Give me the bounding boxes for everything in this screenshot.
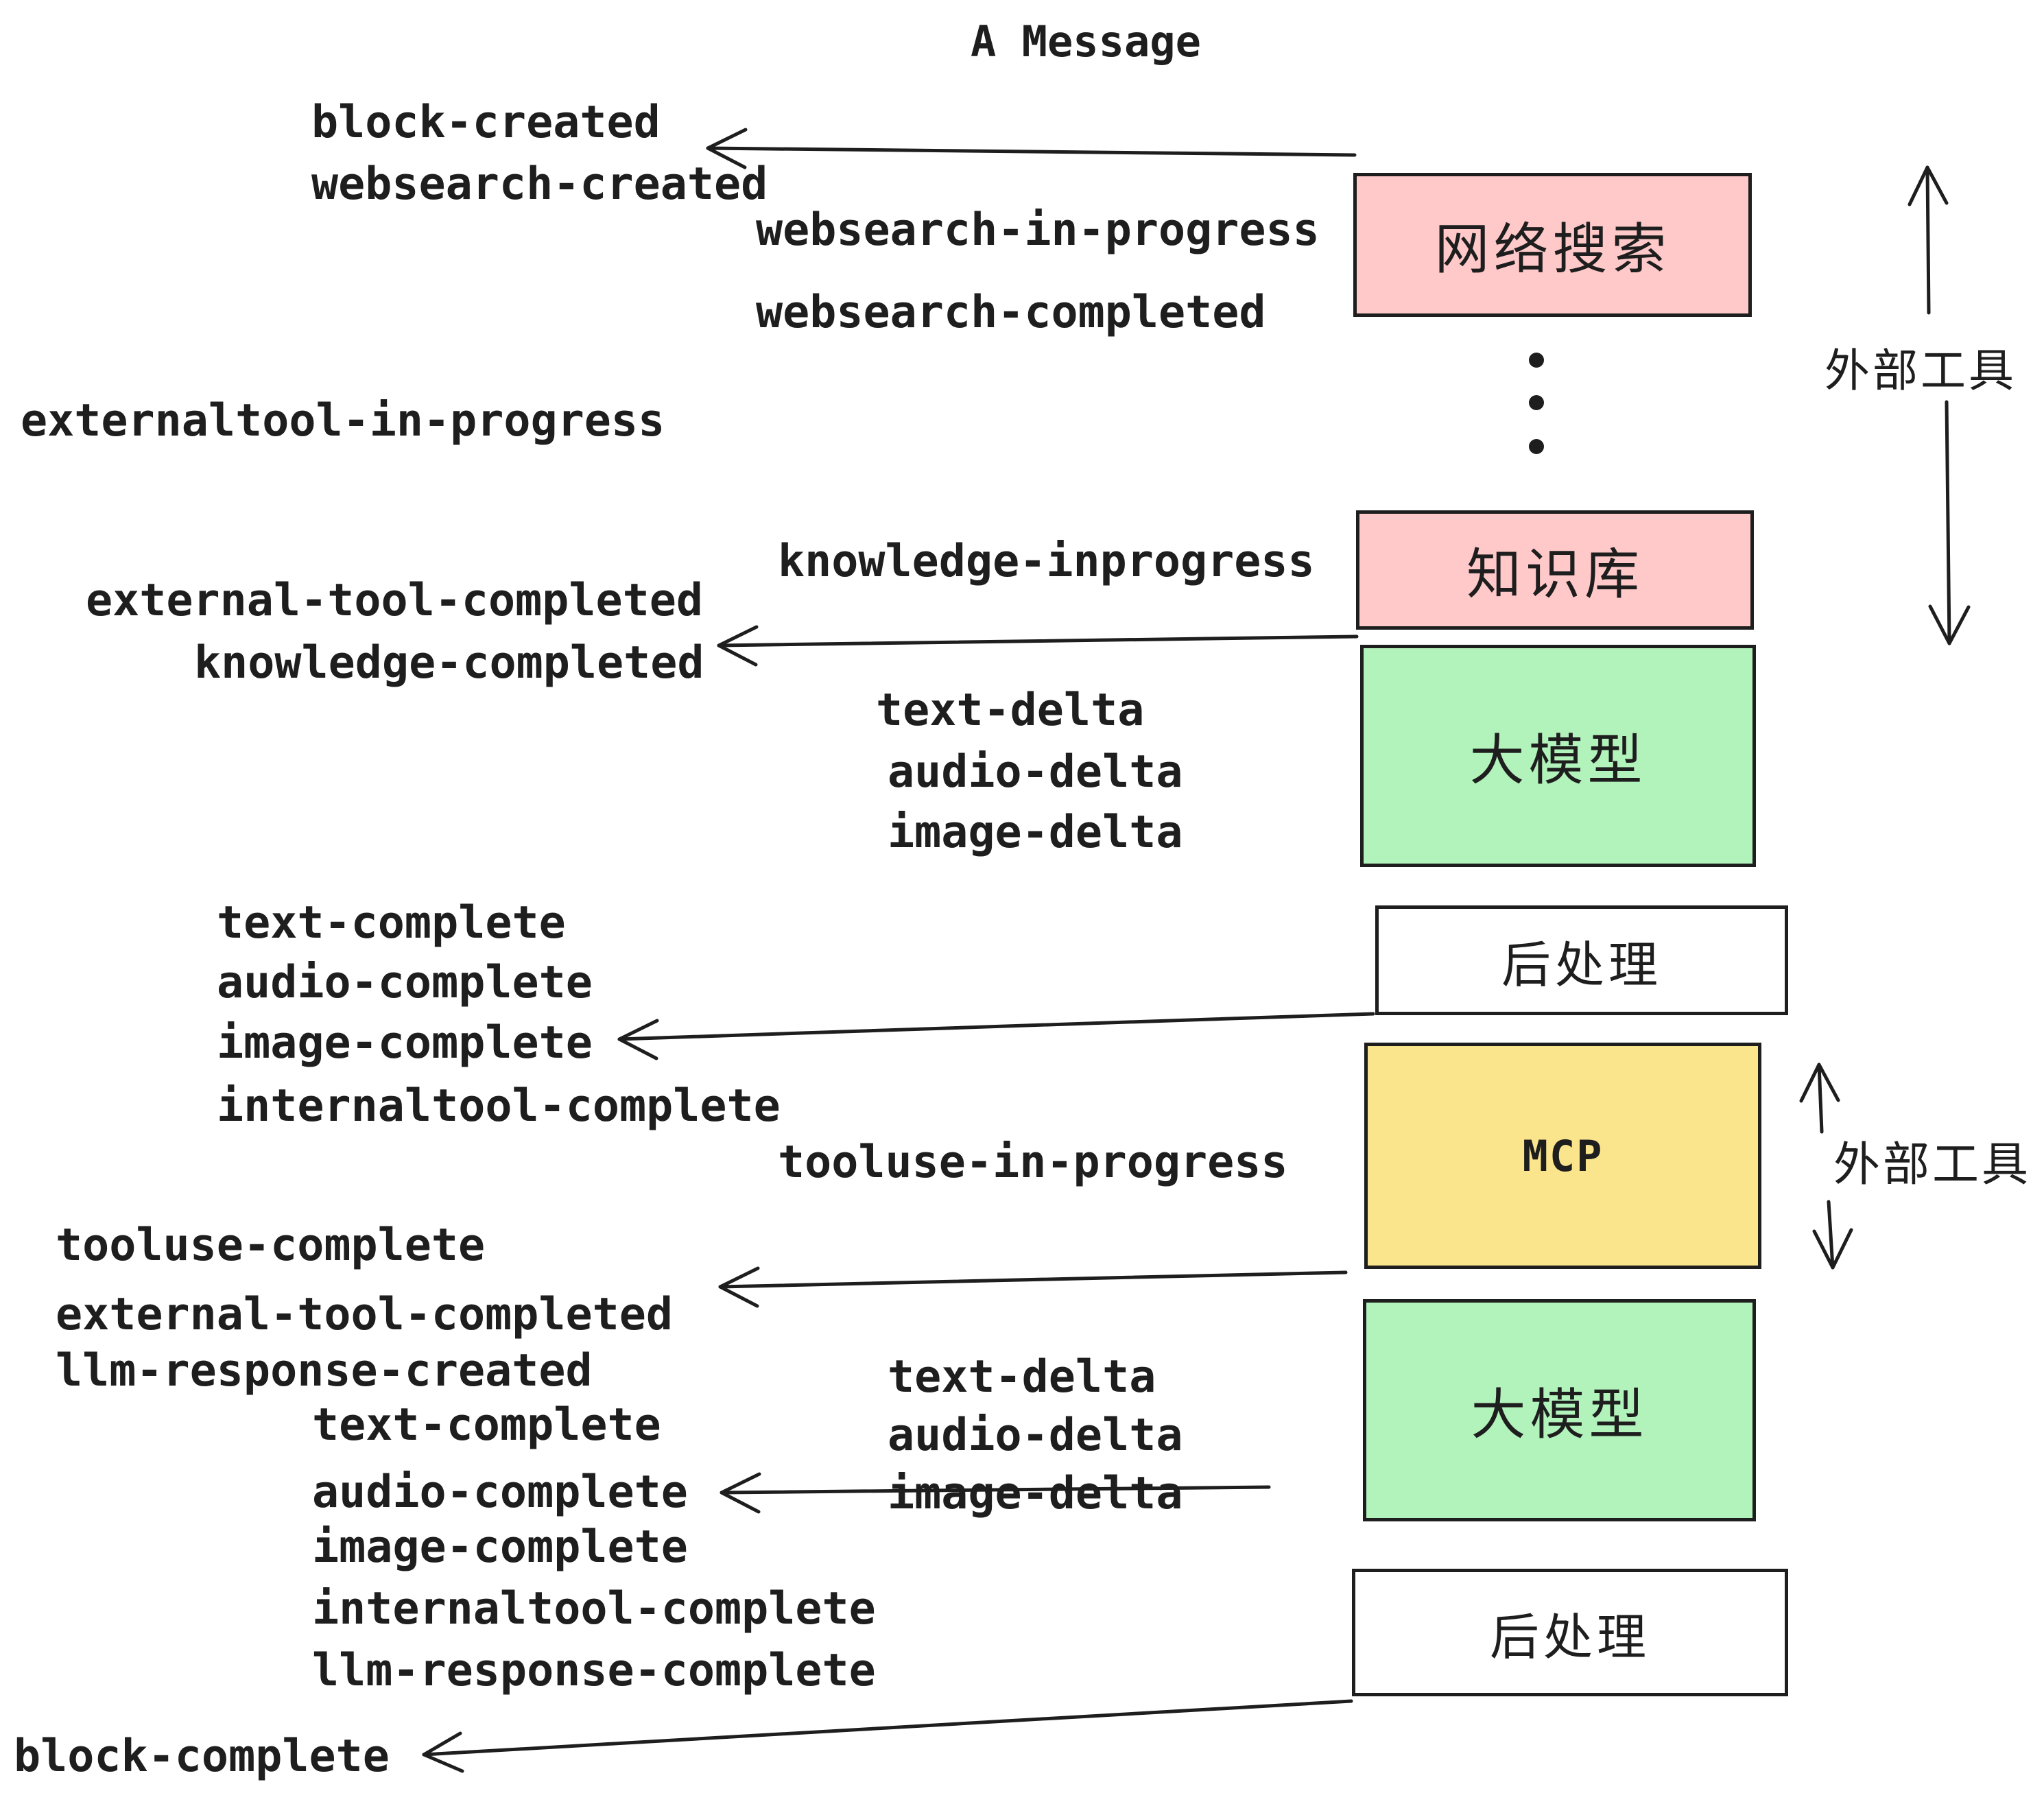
- mcp-box-label: MCP: [1522, 1130, 1604, 1181]
- ellipsis-dot-3: [1529, 439, 1544, 454]
- mcp-box: MCP: [1364, 1043, 1761, 1269]
- event-label-audio-complete-1: audio-complete: [217, 957, 593, 1008]
- arrow-line-audio-complete: [720, 1485, 1271, 1495]
- arrow-line-block-created: [706, 146, 1357, 157]
- event-label-llm-response-created: llm-response-created: [56, 1345, 593, 1397]
- external-tools-label-top: 外部工具: [1825, 345, 2017, 396]
- event-label-external-tool-completed-2: external-tool-completed: [56, 1289, 674, 1340]
- postprocess-box-2: 后处理: [1352, 1569, 1788, 1696]
- event-label-image-delta-1: image-delta: [888, 807, 1183, 858]
- arrow-line-knowledge-completed: [717, 634, 1359, 648]
- knowledge-box: 知识库: [1356, 510, 1754, 630]
- arrowhead-block-created: [706, 128, 748, 169]
- event-label-llm-response-complete: llm-response-complete: [312, 1645, 876, 1696]
- arrowhead-external-tools-top-up: [1908, 165, 1949, 206]
- diagram-title: A Message: [971, 16, 1201, 67]
- external-tools-label-mcp: 外部工具: [1833, 1139, 2032, 1191]
- double-arrow-external-tools-mcp-down-line: [1827, 1200, 1835, 1270]
- llm-box-2-label: 大模型: [1471, 1384, 1648, 1445]
- arrow-line-image-complete: [617, 1012, 1375, 1041]
- event-label-knowledge-completed: knowledge-completed: [194, 637, 704, 689]
- websearch-box: 网络搜索: [1353, 173, 1752, 317]
- event-label-block-complete: block-complete: [14, 1731, 390, 1782]
- double-arrow-external-tools-mcp-up-line: [1817, 1063, 1824, 1134]
- event-label-image-complete-2: image-complete: [312, 1521, 688, 1573]
- arrowhead-tooluse-complete: [718, 1266, 760, 1308]
- double-arrow-external-tools-top-down-line: [1945, 400, 1951, 645]
- llm-box-2: 大模型: [1363, 1299, 1756, 1521]
- event-label-audio-delta-1: audio-delta: [888, 746, 1183, 798]
- event-label-audio-complete-2: audio-complete: [312, 1467, 688, 1518]
- event-label-text-delta-2: text-delta: [888, 1351, 1156, 1403]
- event-label-knowledge-inprogress: knowledge-inprogress: [778, 536, 1315, 587]
- event-label-externaltool-in-progress: externaltool-in-progress: [21, 395, 665, 447]
- event-label-websearch-in-progress: websearch-in-progress: [756, 204, 1320, 256]
- double-arrow-external-tools-top-up-line: [1925, 165, 1931, 315]
- postprocess-box-2-label: 后处理: [1489, 1610, 1650, 1665]
- event-label-websearch-created: websearch-created: [311, 158, 768, 210]
- arrow-line-block-complete: [422, 1699, 1353, 1757]
- event-label-external-tool-completed: external-tool-completed: [86, 575, 704, 626]
- websearch-box-label: 网络搜索: [1434, 219, 1671, 280]
- event-label-websearch-completed: websearch-completed: [756, 287, 1266, 338]
- llm-box-1-label: 大模型: [1469, 730, 1647, 791]
- event-label-text-complete-2: text-complete: [312, 1399, 661, 1451]
- event-label-internaltool-complete-2: internaltool-complete: [312, 1583, 876, 1635]
- arrowhead-audio-complete: [720, 1472, 761, 1514]
- arrowhead-knowledge-completed: [717, 625, 759, 667]
- event-label-internaltool-complete-1: internaltool-complete: [217, 1080, 781, 1132]
- event-label-text-delta-1: text-delta: [876, 685, 1145, 736]
- postprocess-box-1: 后处理: [1375, 905, 1788, 1015]
- arrowhead-external-tools-mcp-down: [1812, 1228, 1853, 1270]
- arrowhead-image-complete: [617, 1019, 659, 1060]
- arrowhead-block-complete: [422, 1731, 464, 1773]
- knowledge-box-label: 知识库: [1466, 544, 1643, 605]
- arrow-line-tooluse-complete: [718, 1270, 1348, 1289]
- event-label-tooluse-complete: tooluse-complete: [56, 1220, 486, 1271]
- event-label-image-delta-2: image-delta: [888, 1468, 1183, 1519]
- event-label-block-created: block-created: [311, 97, 661, 148]
- event-label-tooluse-in-progress: tooluse-in-progress: [778, 1137, 1288, 1188]
- arrowhead-external-tools-mcp-up: [1799, 1063, 1840, 1103]
- arrowhead-external-tools-top-down: [1928, 604, 1971, 645]
- postprocess-box-1-label: 后处理: [1501, 938, 1662, 993]
- ellipsis-dot-2: [1529, 395, 1544, 410]
- event-label-text-complete-1: text-complete: [217, 897, 566, 949]
- event-label-audio-delta-2: audio-delta: [888, 1410, 1183, 1461]
- event-label-image-complete-1: image-complete: [217, 1017, 593, 1069]
- llm-box-1: 大模型: [1360, 645, 1756, 867]
- ellipsis-dot-1: [1529, 353, 1544, 368]
